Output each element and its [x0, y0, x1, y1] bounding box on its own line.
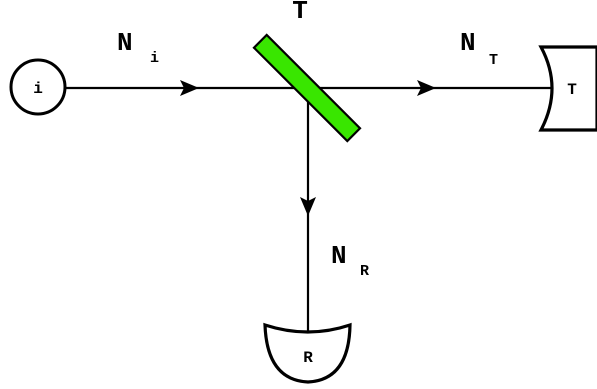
transmitted-detector-label: T: [567, 81, 577, 99]
reflected-beam-subscript: R: [360, 263, 369, 280]
transmitted-beam-subscript: T: [489, 52, 498, 69]
reflected-detector-label: R: [303, 349, 313, 367]
input-node-label: i: [33, 80, 43, 98]
reflected-detector: [263, 322, 352, 384]
transmitted-beam-label: N: [460, 28, 476, 58]
transmitted-detector: [538, 45, 597, 132]
input-node: [9, 58, 67, 116]
beam-splitter-plate: [252, 33, 362, 143]
reflected-beam-label: N: [331, 241, 347, 271]
incident-beam-label: N: [117, 28, 133, 58]
incident-beam-subscript: i: [150, 50, 159, 67]
reflected-beam-arrow: [300, 197, 316, 216]
incident-beam-arrow: [180, 80, 199, 96]
splitter-label: T: [292, 0, 308, 26]
transmitted-beam-arrow: [417, 80, 436, 96]
beam-splitter: [252, 33, 362, 143]
